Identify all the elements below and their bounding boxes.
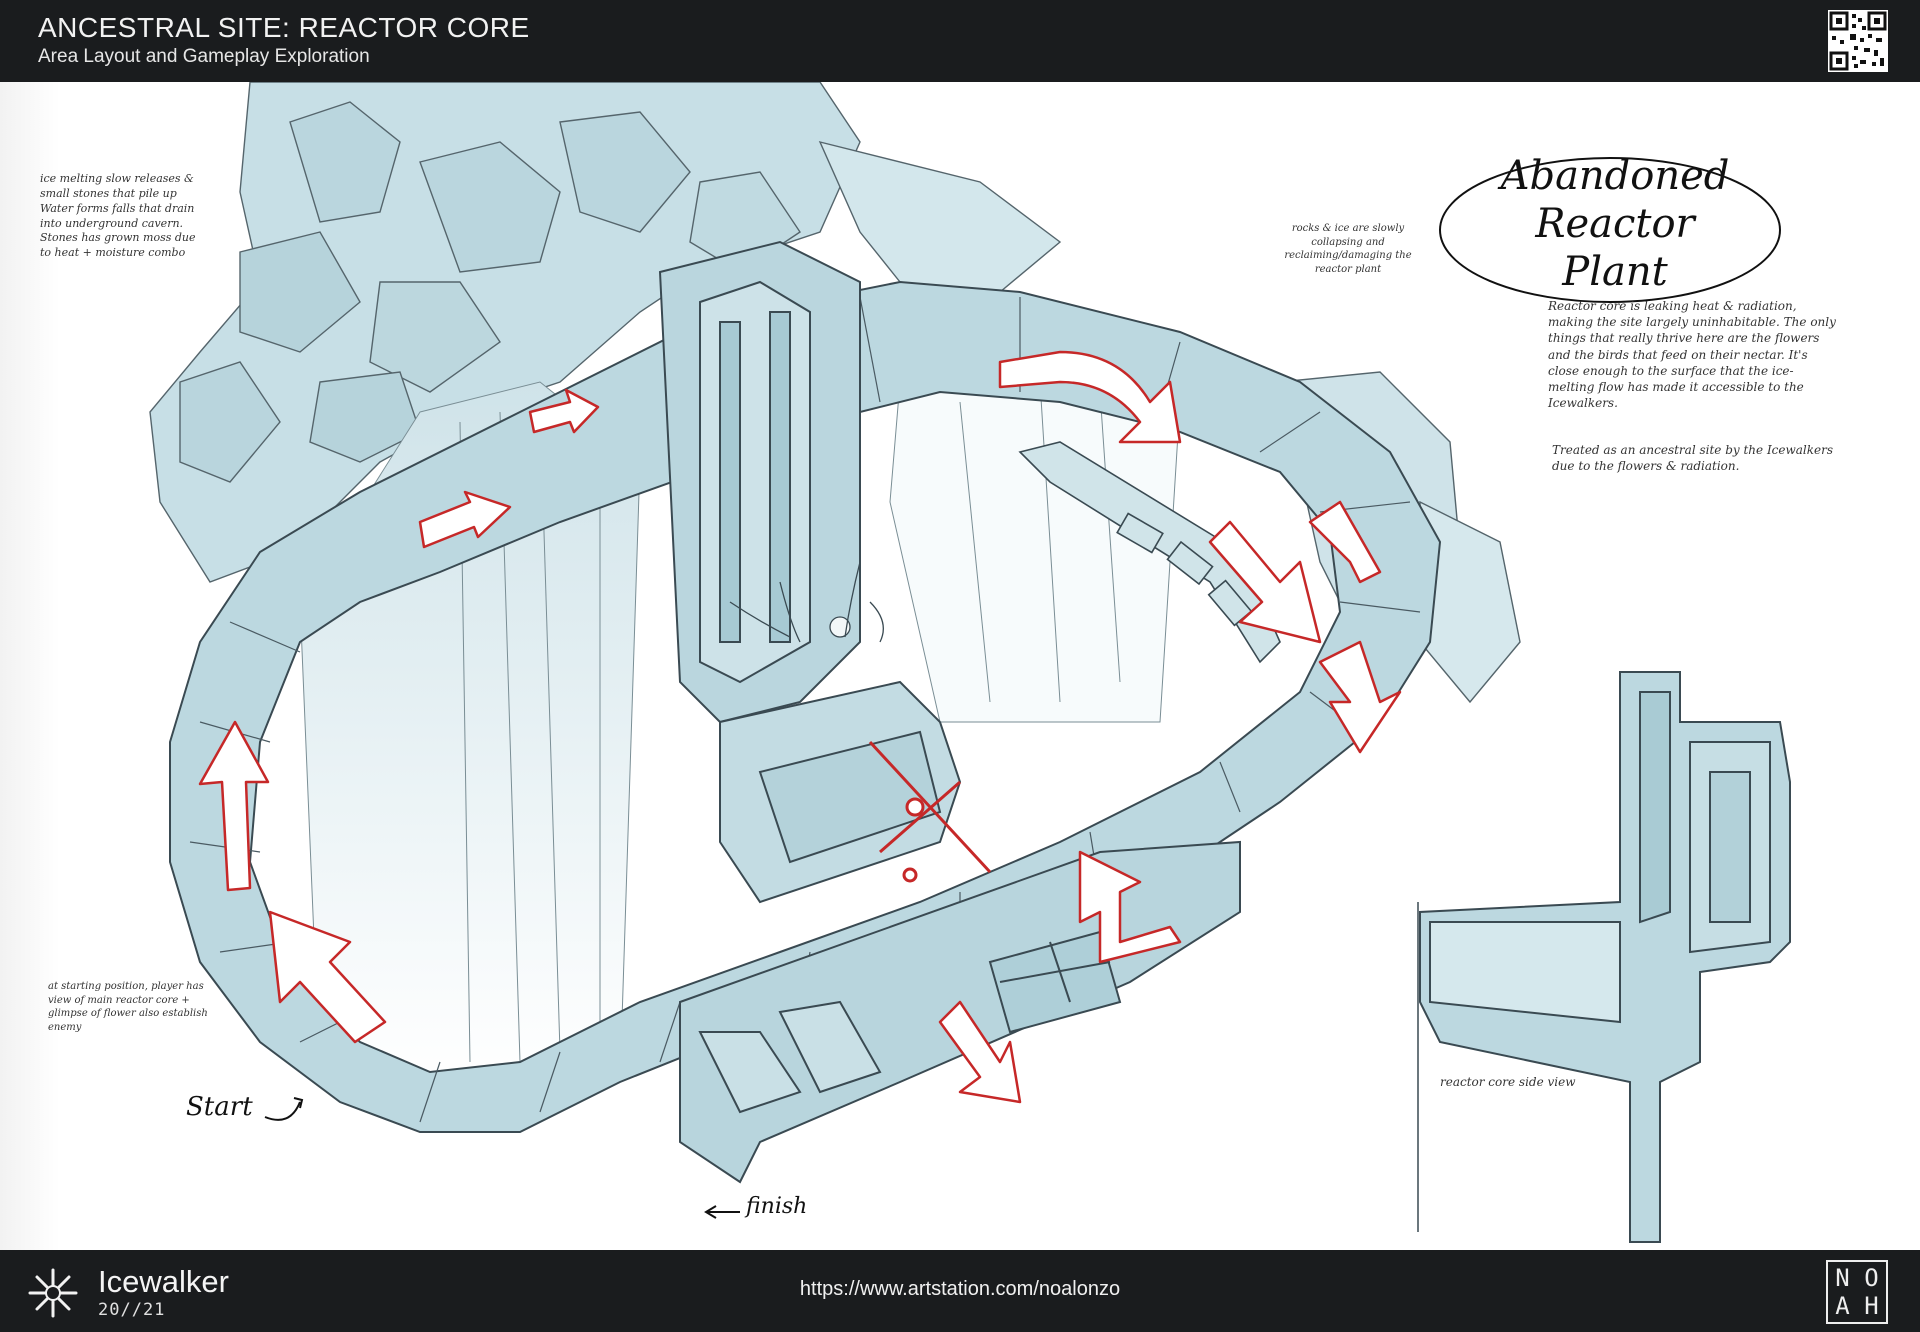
title-oval	[1439, 157, 1781, 303]
path-arrow-top	[528, 388, 600, 434]
path-arrow-lower-right	[1078, 850, 1182, 964]
path-arrow-upper-left	[418, 490, 512, 549]
path-arrows	[198, 350, 1402, 1104]
qr-code-icon[interactable]	[1828, 10, 1888, 72]
start-label: Start	[186, 1092, 253, 1122]
artstation-link[interactable]: https://www.artstation.com/noalonzo	[799, 1278, 1121, 1300]
note-ancestral-site: Treated as an ancestral site by the Icew…	[1552, 443, 1834, 474]
path-arrow-start	[268, 910, 387, 1044]
start-pointer-head	[293, 1097, 304, 1109]
reactor-side-view	[1419, 671, 1791, 1243]
path-arrow-right-1	[1208, 520, 1322, 644]
flower-plant	[729, 561, 884, 643]
path-arrow-lower	[938, 1000, 1022, 1104]
rail-track	[1018, 441, 1281, 664]
left-vignette	[0, 82, 60, 1250]
ice-cliff-background	[149, 82, 1521, 704]
start-pointer-arrow	[264, 1101, 301, 1121]
note-starting-position: at starting position, player has view of…	[48, 981, 208, 1033]
path-arrow-right-2	[1308, 500, 1382, 584]
snowflake-logo-icon	[26, 1266, 80, 1320]
side-view-label: reactor core side view	[1440, 1075, 1576, 1089]
footer-bar: Icewalker 20//21 https://www.artstation.…	[0, 1250, 1920, 1332]
path-arrow-left-ring	[198, 720, 270, 892]
page-counter: 20//21	[98, 1300, 166, 1320]
logo-letter-n: N	[1835, 1264, 1850, 1292]
noah-logo-icon: N O A H	[1826, 1260, 1888, 1324]
header-bar: ANCESTRAL SITE: REACTOR CORE Area Layout…	[0, 0, 1920, 82]
note-reactor-description: Reactor core is leaking heat & radiation…	[1548, 299, 1836, 411]
brand-name: Icewalker	[98, 1264, 229, 1299]
plant-title: Abandoned Reactor Plant	[1500, 153, 1730, 295]
logo-letter-o: O	[1864, 1264, 1879, 1292]
path-arrow-top-right	[998, 350, 1182, 444]
concept-art-canvas: ice melting slow releases & small stones…	[0, 82, 1920, 1250]
reactor-core-tower	[658, 240, 962, 904]
finish-pointer-head	[704, 1205, 717, 1219]
enemy-marker	[868, 740, 992, 883]
note-rocks-ice: rocks & ice are slowly collapsing and re…	[1284, 223, 1412, 275]
logo-letter-h: H	[1864, 1292, 1879, 1320]
finish-label: finish	[746, 1194, 808, 1219]
logo-letter-a: A	[1835, 1292, 1850, 1320]
page-subtitle: Area Layout and Gameplay Exploration	[38, 46, 370, 67]
page-title: ANCESTRAL SITE: REACTOR CORE	[38, 12, 530, 43]
note-ice-melting: ice melting slow releases & small stones…	[40, 172, 196, 260]
path-arrow-right-3	[1318, 640, 1402, 754]
